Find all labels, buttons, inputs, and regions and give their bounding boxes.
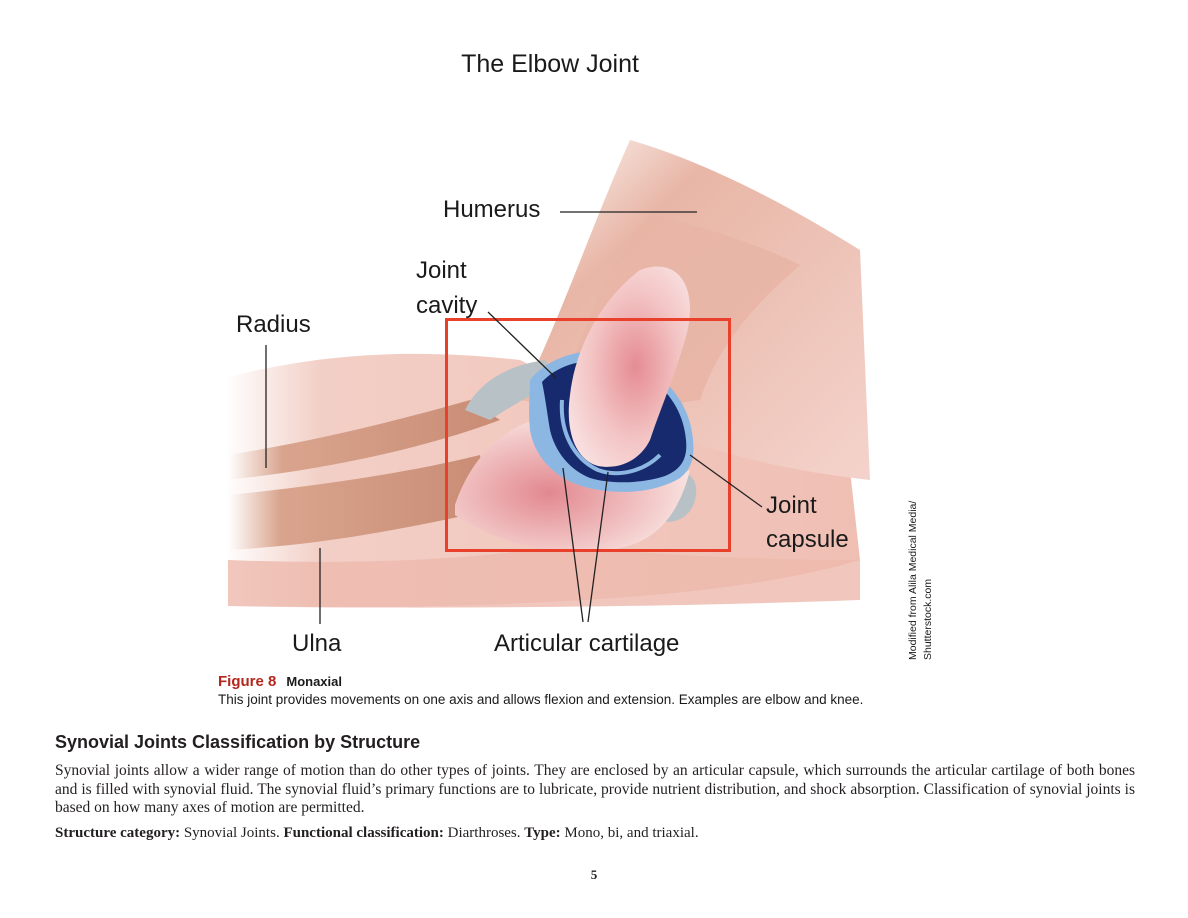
structure-category-label: Structure category: [55, 825, 181, 841]
ulna-head [455, 420, 690, 553]
ulna-bone [228, 455, 490, 550]
type-value: Mono, bi, and triaxial. [564, 825, 699, 841]
image-credit-line2: Shutterstock.com [922, 578, 934, 660]
type-label: Type: [524, 825, 561, 841]
classification-line: Structure category: Synovial Joints. Fun… [55, 825, 699, 842]
radius-label: Radius [236, 311, 311, 338]
figure-caption-text: This joint provides movements on one axi… [218, 692, 864, 707]
functional-classification-value: Diarthroses. [447, 825, 521, 841]
joint-capsule-leader [689, 454, 763, 508]
image-credit-line1: Modified from Alila Medical Media/ [907, 500, 919, 660]
joint-cavity-label-line1: Joint [416, 257, 467, 284]
page-number: 5 [590, 867, 598, 882]
humerus-head [568, 266, 690, 467]
section-paragraph: Synovial joints allow a wider range of m… [55, 762, 1135, 818]
articular-cartilage-label: Articular cartilage [494, 630, 680, 657]
figure-name: Monaxial [286, 674, 342, 689]
joint-capsule-label-line1: Joint [766, 492, 817, 519]
joint-cavity-label-line2: cavity [416, 292, 478, 319]
functional-classification-label: Functional classification: [283, 825, 444, 841]
ulna-label: Ulna [292, 630, 342, 657]
joint-capsule-label-line2: capsule [766, 526, 849, 553]
articular-cartilage-leader-left [562, 467, 584, 623]
highlight-box [445, 318, 731, 552]
joint-cavity-leader [487, 311, 557, 379]
section-heading: Synovial Joints Classification by Struct… [55, 732, 421, 752]
structure-category-value: Synovial Joints. [183, 825, 280, 841]
figure-title: The Elbow Joint [461, 50, 639, 78]
image-credit: Modified from Alila Medical Media/ Shutt… [906, 501, 936, 660]
radius-bone [228, 400, 500, 480]
figure-caption-heading: Figure 8 Monaxial [218, 673, 342, 690]
figure-number: Figure 8 [218, 673, 277, 690]
articular-cartilage-leader-right [587, 471, 609, 623]
paragraph-text: Synovial joints allow a wider range of m… [55, 762, 1135, 816]
humerus-label: Humerus [443, 196, 541, 223]
